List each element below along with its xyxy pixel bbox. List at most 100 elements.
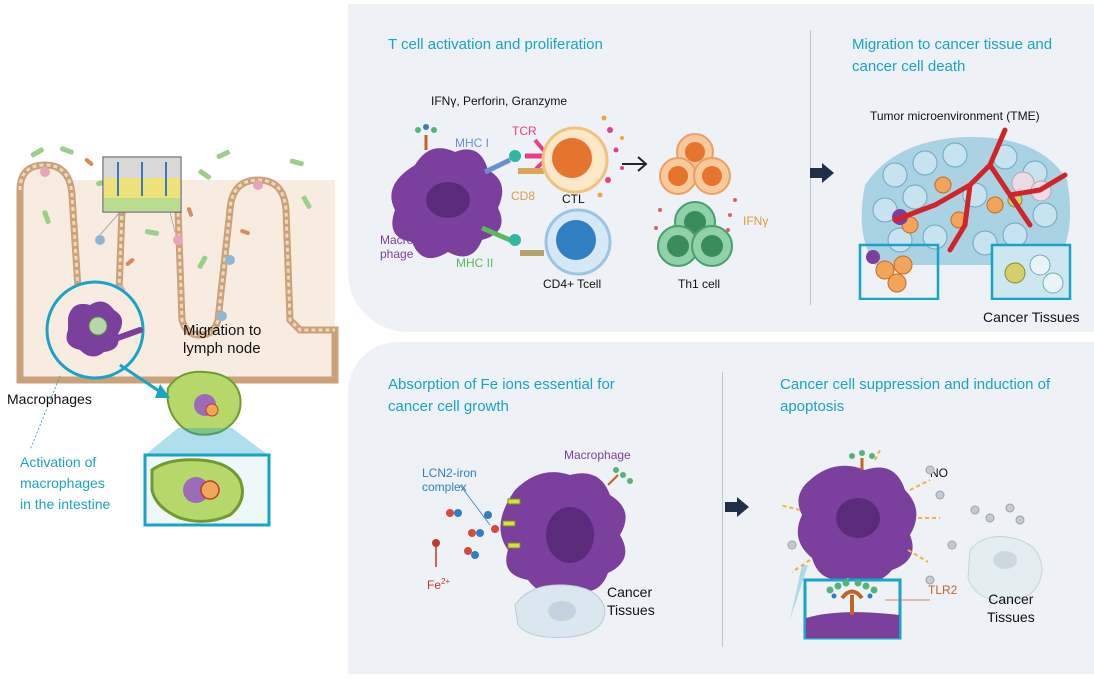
- villus-dot: [225, 255, 235, 265]
- ctl-nucleus: [552, 138, 592, 178]
- proliferation-arrow: [622, 156, 648, 172]
- th1-cluster: [657, 201, 733, 267]
- mhc1-label: MHC I: [455, 136, 489, 150]
- p4-cancer-cell: [967, 536, 1043, 603]
- p4-cancer-nucleus: [993, 551, 1017, 569]
- tme-tissues-label: Cancer Tissues: [983, 309, 1080, 325]
- mhc1-molecule: [483, 157, 512, 175]
- cd8-label: CD8: [511, 189, 536, 203]
- phagosome: [88, 316, 108, 336]
- migration-label: Migration to lymph node: [183, 322, 262, 357]
- ifn-label: IFNγ, Perforin, Granzyme: [431, 94, 568, 108]
- step-arrow-1: [810, 163, 836, 188]
- fe-text: Fe: [427, 578, 442, 592]
- zoom-tumor-cells: [1029, 254, 1064, 294]
- fe-charge: 2+: [441, 577, 451, 586]
- ctl-label: CTL: [562, 192, 585, 206]
- zoom-line: [99, 211, 121, 236]
- th1-label: Th1 cell: [678, 277, 721, 291]
- tme-ctl: [901, 176, 1004, 234]
- zoom-th1: [1004, 262, 1026, 284]
- villus-dot: [253, 180, 263, 190]
- cd4-molecule: [520, 250, 544, 256]
- antigen-mhc2: [509, 234, 521, 246]
- macrophages-label: Macrophages: [7, 391, 92, 407]
- tme-illustration: [855, 125, 1077, 301]
- p4-zoom-membrane: [806, 612, 899, 638]
- mhc2-molecule: [481, 225, 511, 243]
- mucus-green-layer: [104, 198, 180, 211]
- ctl-granules: [605, 127, 624, 183]
- macrophage-extension: [109, 327, 143, 343]
- fe-absorption-illustration: [420, 455, 660, 645]
- bottom-panel-divider: [722, 372, 723, 647]
- migration-arrow: [119, 363, 166, 397]
- step-arrow-2: [725, 497, 751, 522]
- no-rays: [779, 449, 940, 573]
- top-panel-divider: [810, 30, 811, 305]
- macrophage-nucleus: [426, 182, 470, 218]
- ctl-cluster: [659, 133, 731, 195]
- intestine-illustration: [0, 0, 345, 674]
- p4-ligands-top: [849, 450, 875, 459]
- mucus-molecules: [117, 162, 167, 196]
- zoom-line: [169, 211, 176, 233]
- p4-zoom-ligands-blue: [831, 593, 873, 599]
- zoomed-tcell: [200, 480, 220, 500]
- tme-label: Tumor microenvironment (TME): [870, 109, 1040, 123]
- tcr-label: TCR: [512, 124, 537, 138]
- tlr2-label: TLR2: [928, 583, 958, 597]
- ifng-label: IFNγ: [743, 214, 769, 228]
- zoom-macrophage: [866, 250, 880, 264]
- lcn2-label: LCN2-iron complex: [422, 466, 477, 494]
- lcn2-receptors: [502, 498, 521, 549]
- villus-dot: [217, 311, 227, 321]
- lymph-node-tcell: [205, 403, 219, 417]
- apoptosis-svg: [779, 449, 1043, 640]
- blood-vessel: [892, 127, 1068, 253]
- tme-zoom-box-left: [858, 243, 940, 301]
- migration-arrowhead: [155, 384, 170, 398]
- fe-label: Fe2+: [427, 577, 450, 592]
- activation-pointer: [29, 375, 61, 451]
- apoptosis-illustration: [779, 449, 1070, 640]
- panel4-heading: Cancer cell suppression and induction of…: [780, 376, 1051, 415]
- panel3-macrophage-label: Macrophage: [564, 448, 631, 462]
- p3-tissues-label: Cancer Tissues: [607, 584, 655, 618]
- mhc2-label: MHC II: [456, 256, 494, 270]
- tcell-activation-illustration: [360, 100, 780, 310]
- p3-macrophage-nucleus: [546, 507, 594, 563]
- no-molecules: [787, 465, 1025, 585]
- ctl-granules-orange: [597, 115, 624, 198]
- tcell-activation-svg: [391, 115, 737, 276]
- zoomed-macrophage: [183, 477, 209, 503]
- no-label: NO: [930, 466, 948, 480]
- p4-macrophage-nucleus: [836, 498, 880, 538]
- villus-dot: [95, 235, 105, 245]
- panel3-heading: Absorption of Fe ions essential for canc…: [388, 376, 615, 415]
- bacteria-orange: [84, 158, 250, 266]
- villus-dot: [40, 167, 50, 177]
- fe-absorption-svg: [432, 467, 633, 638]
- fe-ion: [432, 539, 440, 547]
- zoom-ctl-cluster: [875, 255, 913, 293]
- p4-zoom-tlr2: [840, 589, 864, 615]
- p3-cancer-nucleus: [548, 601, 576, 621]
- iron-complexes: [446, 509, 499, 559]
- villus-dot: [173, 235, 183, 245]
- lcn2-pointer: [459, 484, 491, 526]
- p4-zoom-ligands: [826, 579, 878, 594]
- panel1-heading: T cell activation and proliferation: [388, 36, 603, 53]
- tme-svg: [858, 127, 1072, 301]
- antigen-mhc1: [509, 150, 521, 162]
- intestine-svg: [16, 146, 339, 527]
- cd8-molecule: [518, 168, 544, 174]
- ifng-dots: [654, 198, 737, 232]
- p3-receptor: [607, 474, 619, 486]
- cd4-nucleus: [556, 220, 596, 260]
- panel2-heading: Migration to cancer tissue and cancer ce…: [852, 36, 1053, 75]
- macrophage-label-p1: Macro- phage: [380, 233, 418, 261]
- zoom-trapezoid: [145, 428, 268, 455]
- p3-ligands: [613, 467, 633, 484]
- bottom-panel: [348, 342, 1094, 674]
